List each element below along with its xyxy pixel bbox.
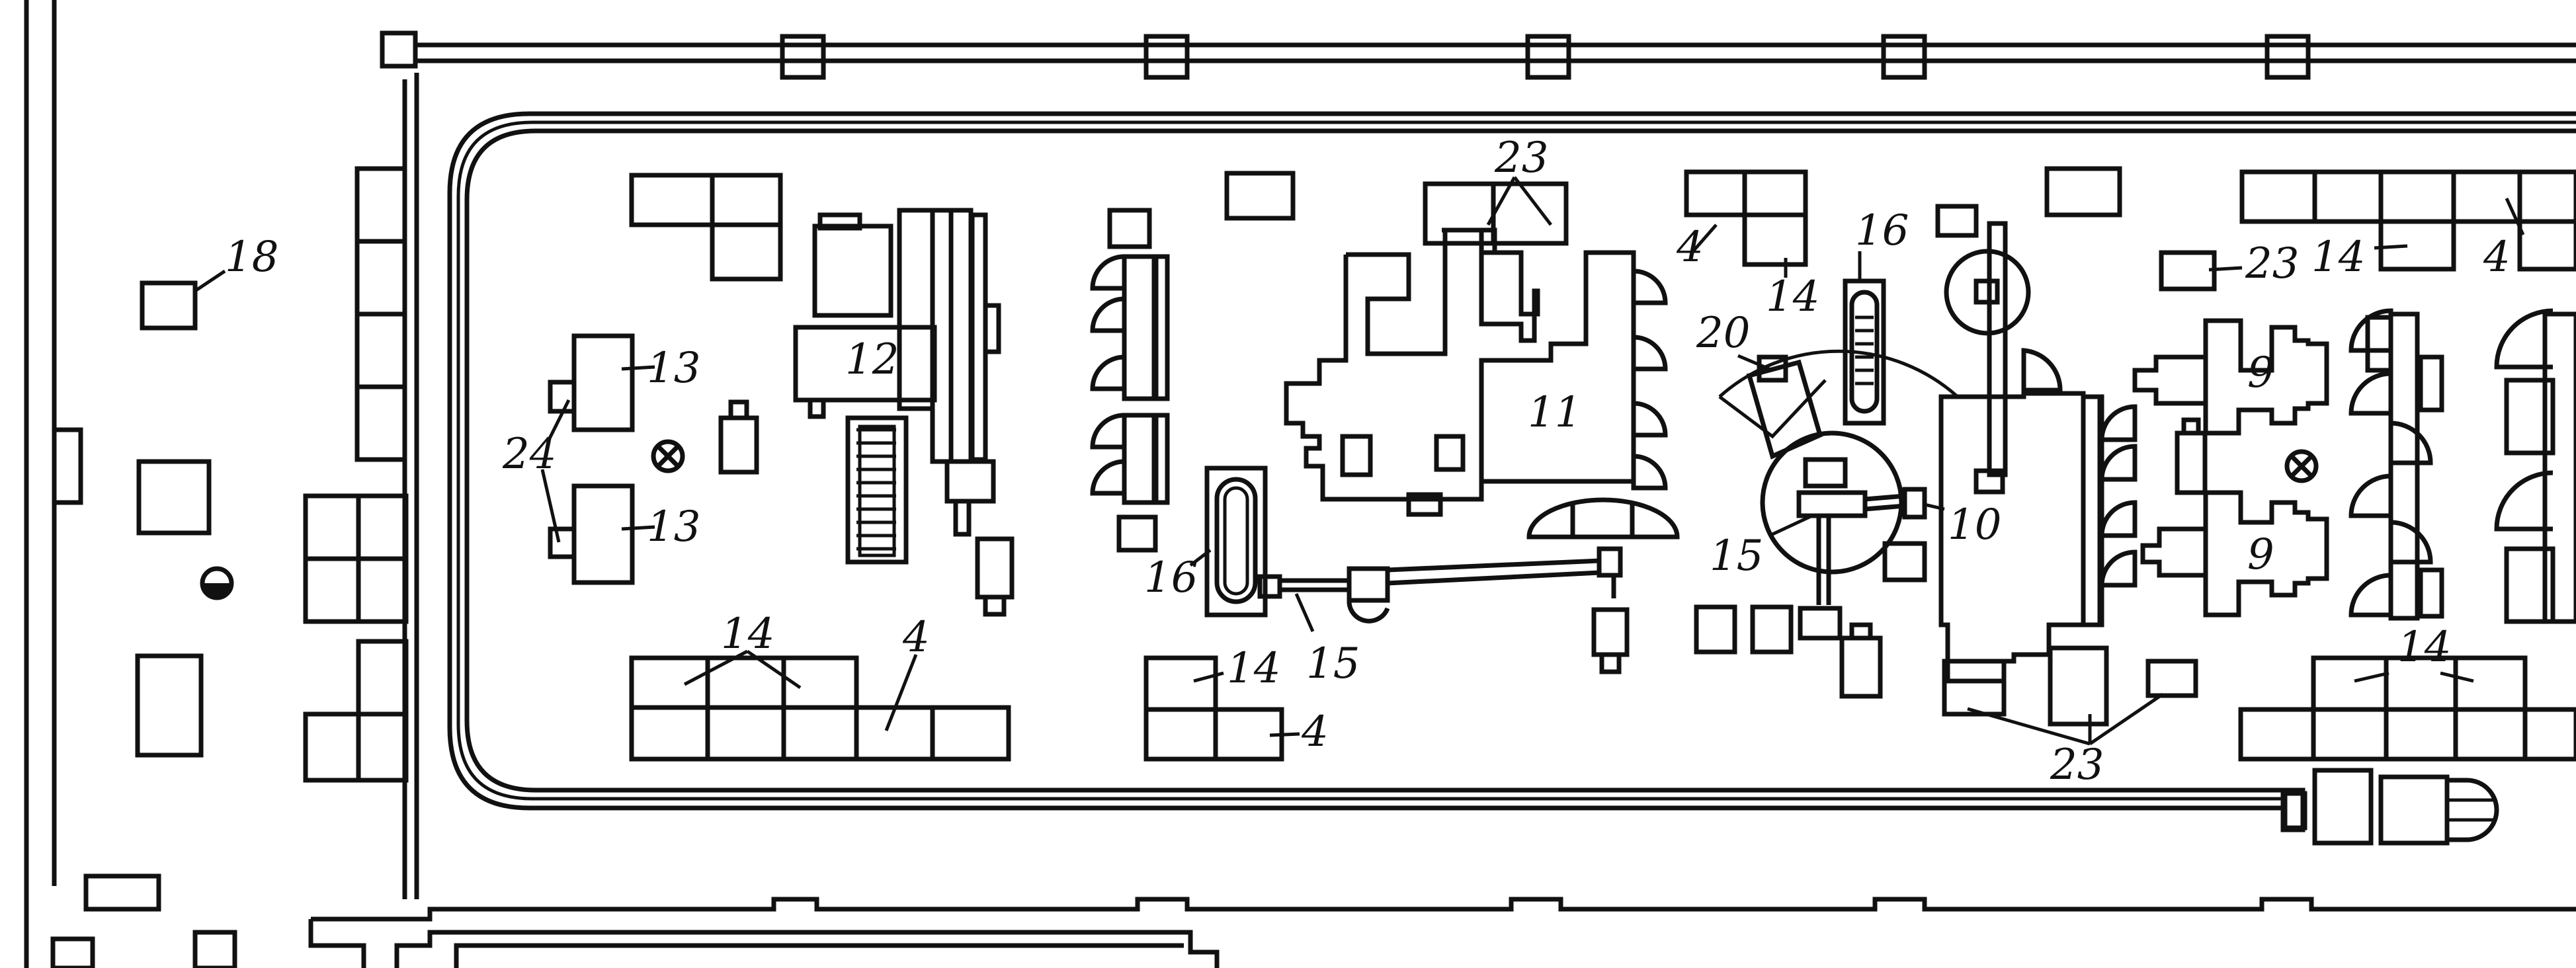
equipment-18 <box>140 280 198 331</box>
label-15-right: 15 <box>1710 532 1763 581</box>
label-24: 24 <box>502 430 556 479</box>
top-conveyor-rail <box>380 30 2576 80</box>
label-4-top-right: 4 <box>2483 233 2511 282</box>
leader-lines <box>194 176 2525 746</box>
rotary-table-15 <box>1694 430 1927 699</box>
machine-9-group <box>2099 318 2329 618</box>
label-4-bottom-middle: 4 <box>1301 707 1329 756</box>
bench-row-top-right <box>2239 169 2576 272</box>
label-10: 10 <box>1948 501 2001 549</box>
label-13-lower: 13 <box>647 503 700 551</box>
bottom-wall <box>308 897 2576 968</box>
label-13-upper: 13 <box>647 344 700 393</box>
machine-13-group <box>548 333 759 585</box>
label-18: 18 <box>225 233 278 282</box>
callout-labels: 18 13 13 24 12 14 4 14 4 16 15 23 11 4 1… <box>225 134 2511 789</box>
label-20: 20 <box>1696 309 1750 358</box>
label-23-top: 23 <box>1494 134 1548 182</box>
label-11: 11 <box>1528 388 1581 437</box>
label-14-bottom-middle: 14 <box>1227 644 1280 693</box>
machine-13-upper <box>571 333 635 432</box>
left-zone-objects <box>135 280 234 758</box>
label-12: 12 <box>845 335 899 384</box>
right-seating <box>2348 308 2576 624</box>
left-cabinet <box>136 459 212 536</box>
machine-20 <box>1718 349 1959 460</box>
column-x-icon-right <box>2284 449 2319 483</box>
label-9-upper: 9 <box>2247 348 2274 397</box>
label-15-left: 15 <box>1306 639 1360 688</box>
machine-16-left <box>1204 465 1268 618</box>
bench-row-bottom-right <box>2238 655 2576 846</box>
machine-12 <box>793 208 1015 617</box>
left-cabinet-lower <box>135 653 204 758</box>
bench-bottom-middle <box>1143 655 1284 762</box>
label-9-lower: 9 <box>2247 530 2274 579</box>
label-16-left: 16 <box>1144 553 1198 602</box>
label-23-bottom: 23 <box>2050 741 2104 789</box>
bench-group-top-left <box>629 173 783 282</box>
label-14-bottom-left: 14 <box>721 610 774 659</box>
label-4-bottom-left: 4 <box>902 613 930 662</box>
middle-seating <box>1090 171 1296 553</box>
label-14-top-middle: 14 <box>1766 272 1819 321</box>
machine-13-lower <box>571 483 635 585</box>
wall-block-column <box>303 73 419 899</box>
label-4-top-middle: 4 <box>1676 223 1704 272</box>
left-building-wall <box>24 0 237 968</box>
label-14-bottom-right: 14 <box>2397 623 2451 672</box>
bench-row-bottom-left <box>629 655 1011 762</box>
column-x-icon <box>651 439 685 473</box>
conveyor-15-left <box>1257 546 1630 674</box>
machine-10 <box>1935 166 2217 727</box>
label-16-right: 16 <box>1855 206 1909 255</box>
label-14-top-right: 14 <box>2311 233 2365 282</box>
label-23-top-right: 23 <box>2245 239 2299 288</box>
